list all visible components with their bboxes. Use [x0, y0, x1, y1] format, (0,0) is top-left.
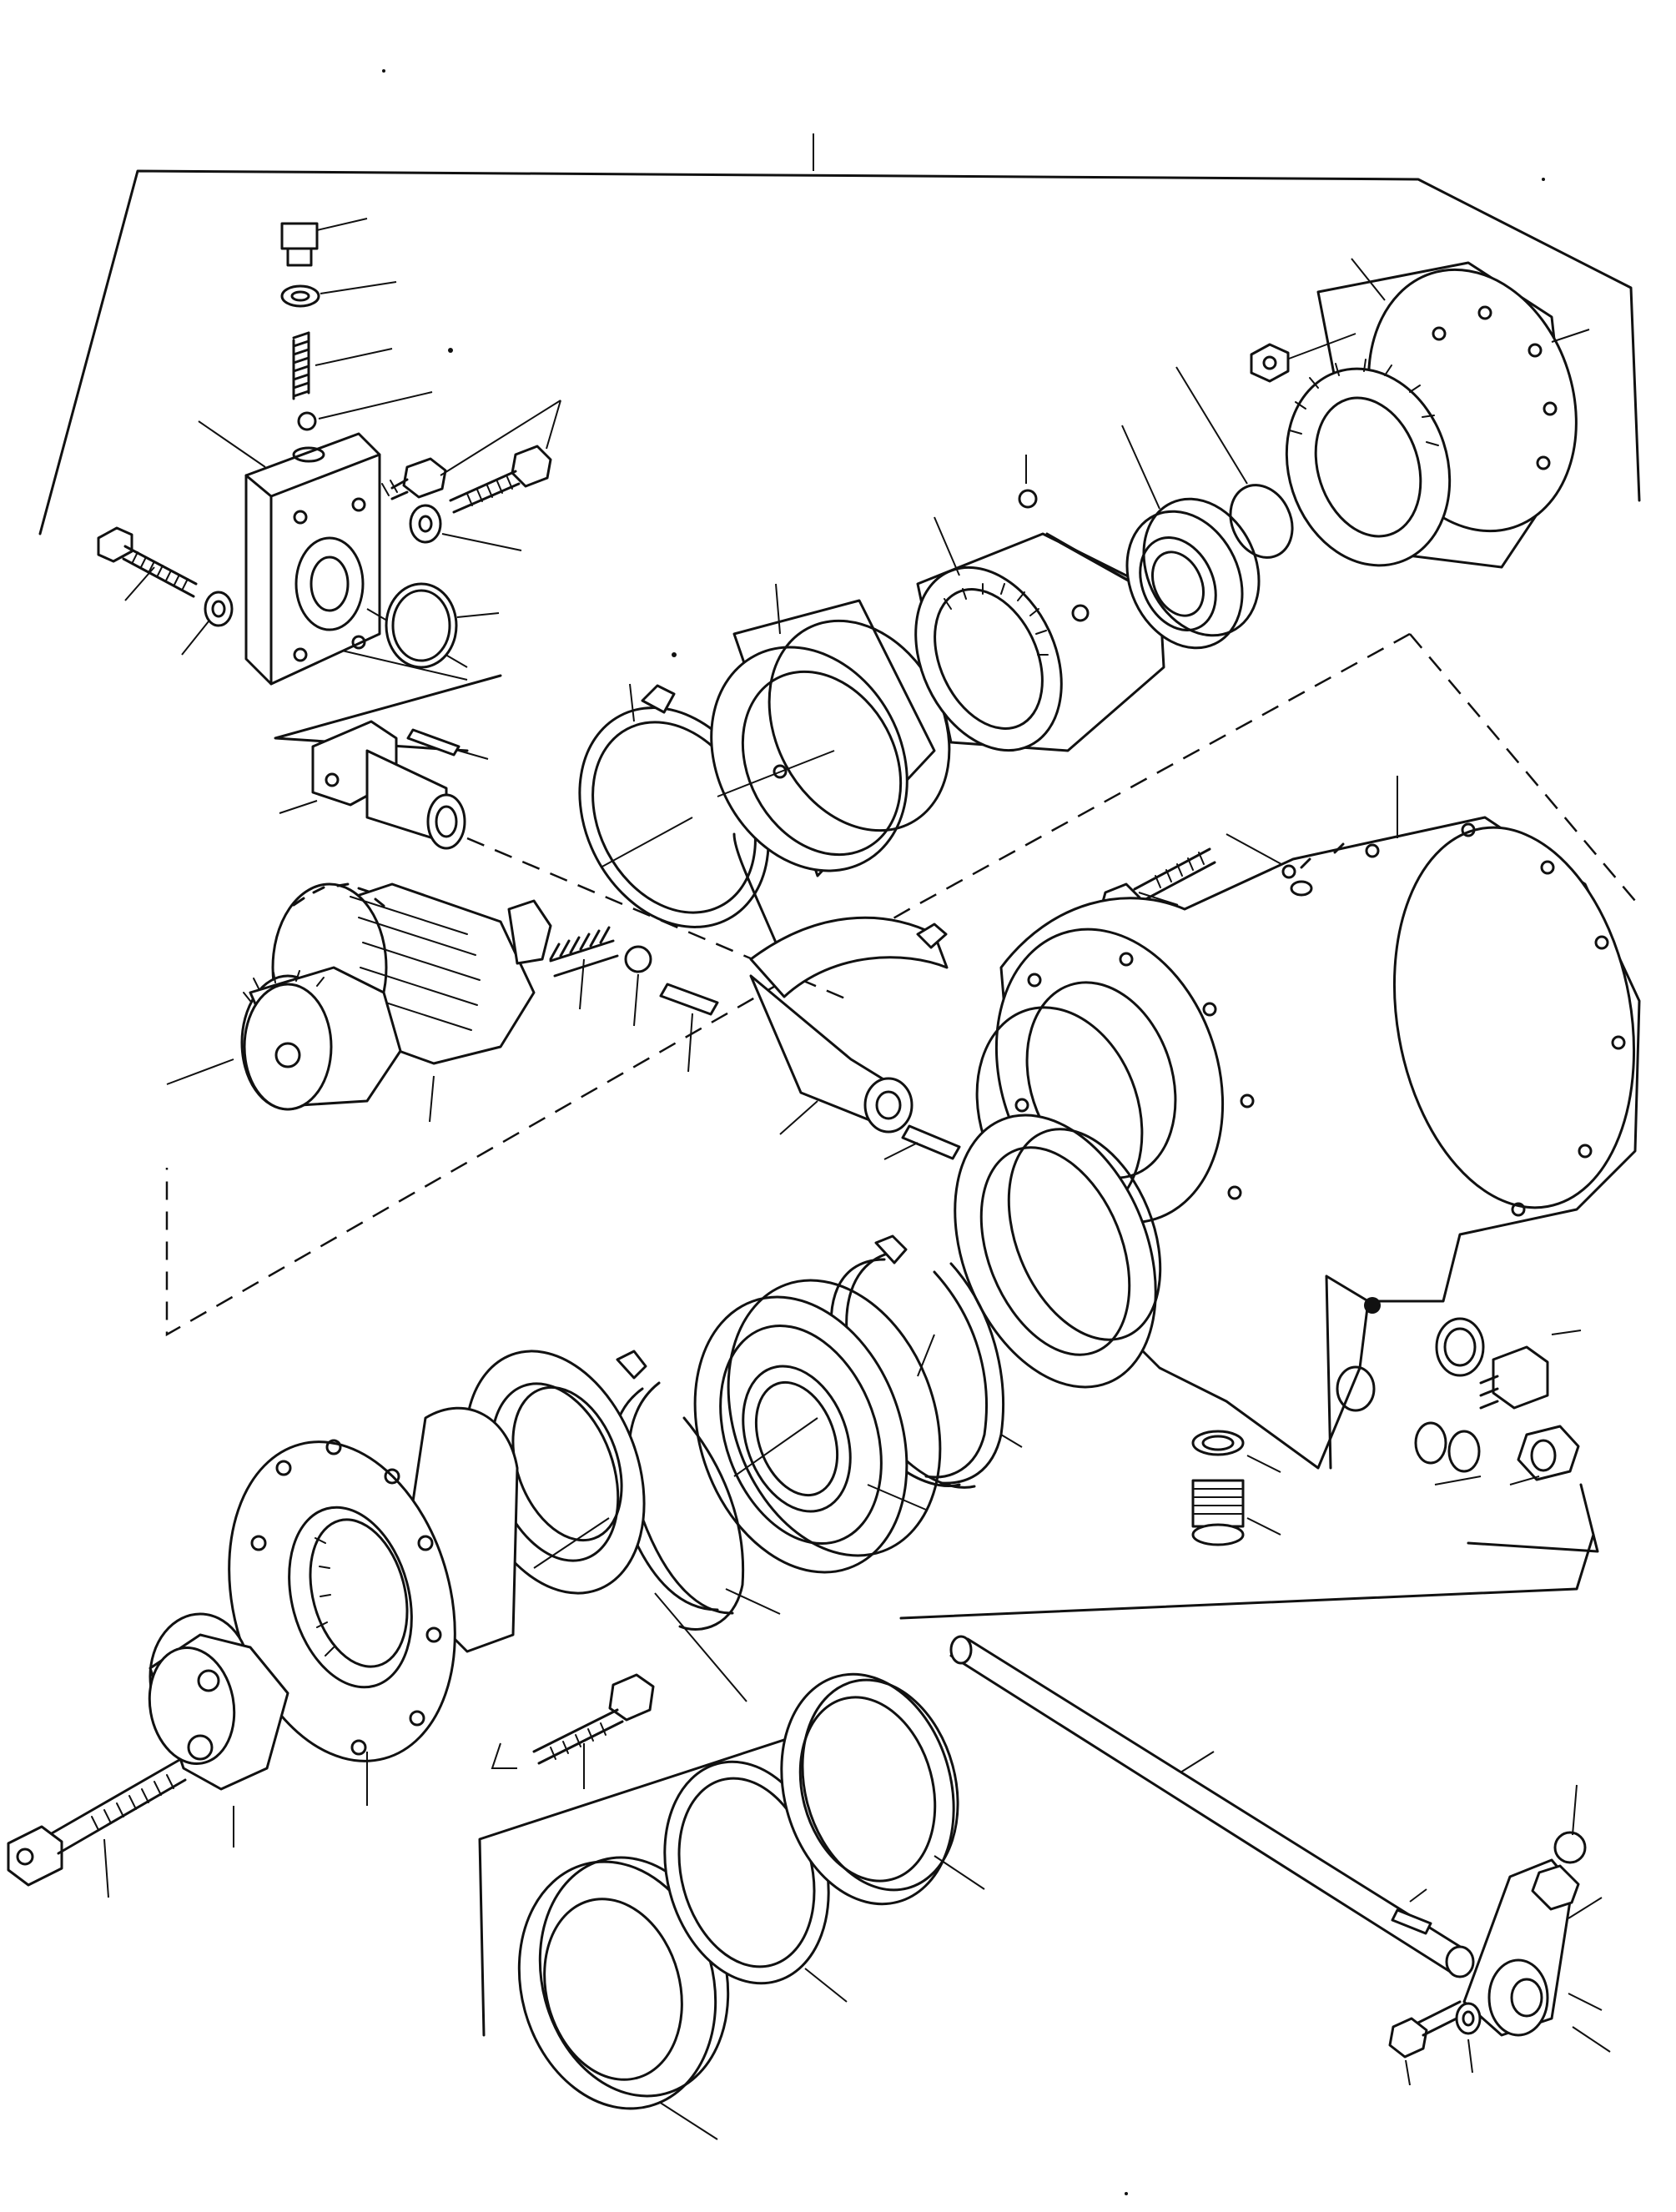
flange-bolt [492, 1675, 653, 1789]
output-flange-lower [195, 1408, 517, 1806]
plug-bolt [282, 219, 367, 265]
lever-bolt-and-washer [1390, 2002, 1480, 2085]
shift-lever [1464, 1785, 1610, 2052]
valve-block [199, 421, 467, 684]
selector-bracket [275, 676, 501, 751]
scan-specks [382, 69, 1545, 2195]
check-ball [299, 392, 432, 430]
upper-output-flange [1262, 243, 1609, 587]
seal-kit-ring-3 [757, 1655, 984, 1923]
o-ring [386, 584, 499, 667]
retaining-cap [141, 1614, 288, 1848]
long-bolt-left [98, 528, 196, 601]
top-assembly-bracket [40, 133, 1639, 534]
detent-parts [551, 928, 717, 1072]
washer-right [410, 505, 521, 550]
bolts-right [382, 400, 561, 512]
clutch-hub [888, 517, 1164, 774]
locating-ball [1019, 455, 1036, 507]
selector-shaft [279, 721, 488, 848]
valve-block-assembly [98, 219, 561, 684]
sliding-sleeve [673, 584, 984, 905]
sealing-washer [282, 282, 396, 306]
side-plugs [1416, 1319, 1598, 1551]
main-housing [950, 776, 1662, 1468]
housing-seal-ring [917, 1085, 1193, 1417]
washer-left [182, 592, 232, 655]
shift-fork [734, 834, 959, 1159]
long-cap-screw [8, 1760, 185, 1898]
ball-bearing-upper [1105, 425, 1281, 667]
shift-rod-assembly [901, 1535, 1593, 1977]
flange-nut [1251, 334, 1356, 381]
double-gear-shaft [167, 884, 551, 1122]
circlip-upper [1176, 367, 1304, 568]
bottom-plug [1193, 1431, 1281, 1545]
spring [294, 333, 392, 399]
ball-bearing-lower [658, 1250, 977, 1602]
